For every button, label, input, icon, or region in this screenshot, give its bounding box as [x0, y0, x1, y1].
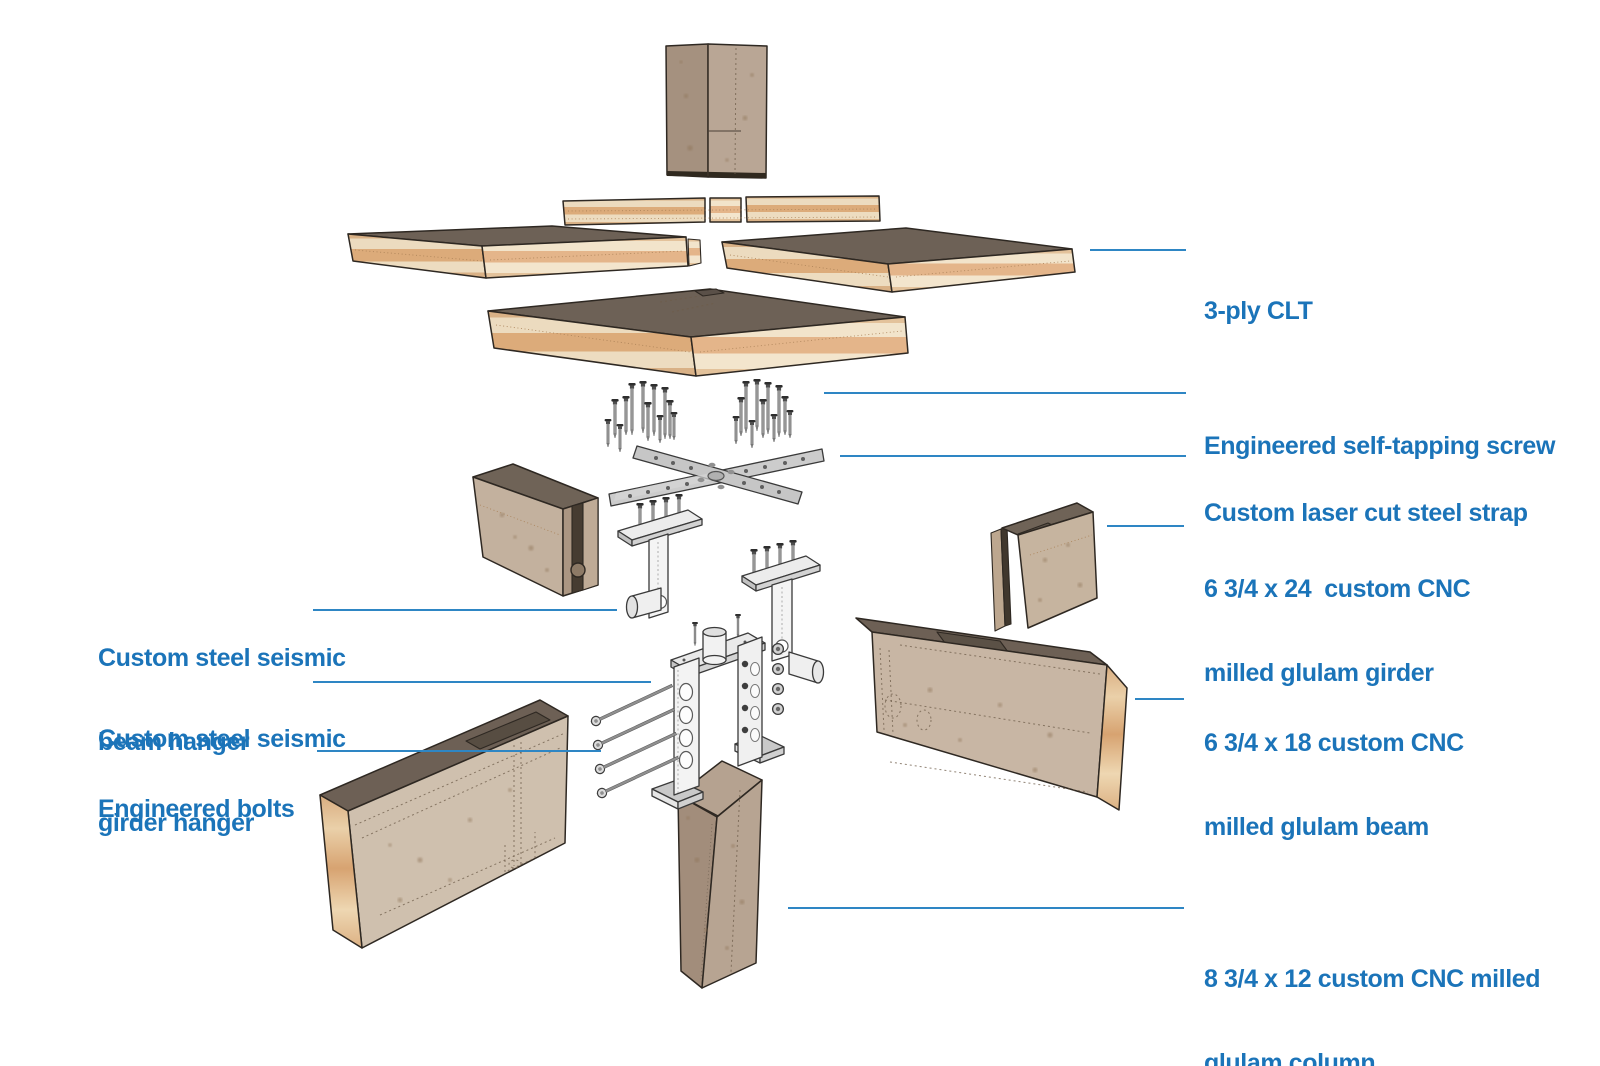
- wood-knots: [686, 816, 745, 950]
- wood-knots: [499, 512, 549, 572]
- wood-knots: [903, 687, 1053, 773]
- self-tapping-screws: [604, 378, 794, 453]
- label-glulam-beam: 6 3/4 x 18 custom CNC milled glulam beam: [1204, 673, 1464, 869]
- wood-knots: [388, 788, 512, 903]
- leader-lines: [313, 249, 1186, 909]
- beam-hanger-left: [617, 493, 703, 619]
- label-line: girder hanger: [98, 809, 254, 837]
- label-line: 6 3/4 x 24 custom CNC: [1204, 575, 1471, 603]
- clt-strip: [562, 195, 881, 226]
- label-girder-hanger: Custom steel seismic girder hanger: [98, 669, 346, 865]
- label-steel-strap: Custom laser cut steel strap: [1204, 443, 1528, 555]
- glulam-beam-left: [319, 699, 569, 949]
- label-glulam-column: 8 3/4 x 12 custom CNC milled glulam colu…: [1204, 909, 1541, 1066]
- label-beam-hanger: Custom steel seismic beam hanger: [98, 588, 346, 784]
- label-3-ply-clt: 3-ply CLT: [1204, 241, 1313, 353]
- label-line: beam hanger: [98, 728, 250, 756]
- glulam-girder-right: [990, 502, 1098, 632]
- label-line: milled glulam beam: [1204, 813, 1429, 841]
- glulam-column-upper: [665, 43, 768, 179]
- label-self-tapping-screw: Engineered self-tapping screw: [1204, 376, 1555, 488]
- label-glulam-girder: 6 3/4 x 24 custom CNC milled glulam gird…: [1204, 519, 1471, 715]
- wood-knots: [679, 60, 754, 162]
- beam-hanger-right: [741, 539, 825, 684]
- steel-strap: [608, 445, 825, 507]
- label-line: glulam column: [1204, 1049, 1376, 1066]
- clt-panel-large: [487, 288, 909, 377]
- wood-knots: [1038, 543, 1083, 602]
- label-line: Engineered self-tapping screw: [1204, 432, 1555, 460]
- clt-panel-left: [347, 225, 702, 279]
- label-line: Custom laser cut steel strap: [1204, 499, 1528, 527]
- glulam-girder-left: [472, 463, 599, 597]
- label-engineered-bolts: Engineered bolts: [98, 739, 295, 851]
- label-line: Custom steel seismic: [98, 644, 346, 672]
- label-line: Engineered bolts: [98, 795, 295, 823]
- girder-hanger: [651, 613, 785, 810]
- label-line: 3-ply CLT: [1204, 297, 1313, 325]
- label-line: 8 3/4 x 12 custom CNC milled: [1204, 965, 1541, 993]
- clt-panel-right: [721, 227, 1076, 293]
- label-line: 6 3/4 x 18 custom CNC: [1204, 729, 1464, 757]
- label-line: Custom steel seismic: [98, 725, 346, 753]
- glulam-column-lower: [677, 760, 763, 989]
- glulam-beam-right: [855, 617, 1128, 811]
- engineered-bolts: [589, 680, 681, 800]
- label-line: milled glulam girder: [1204, 659, 1434, 687]
